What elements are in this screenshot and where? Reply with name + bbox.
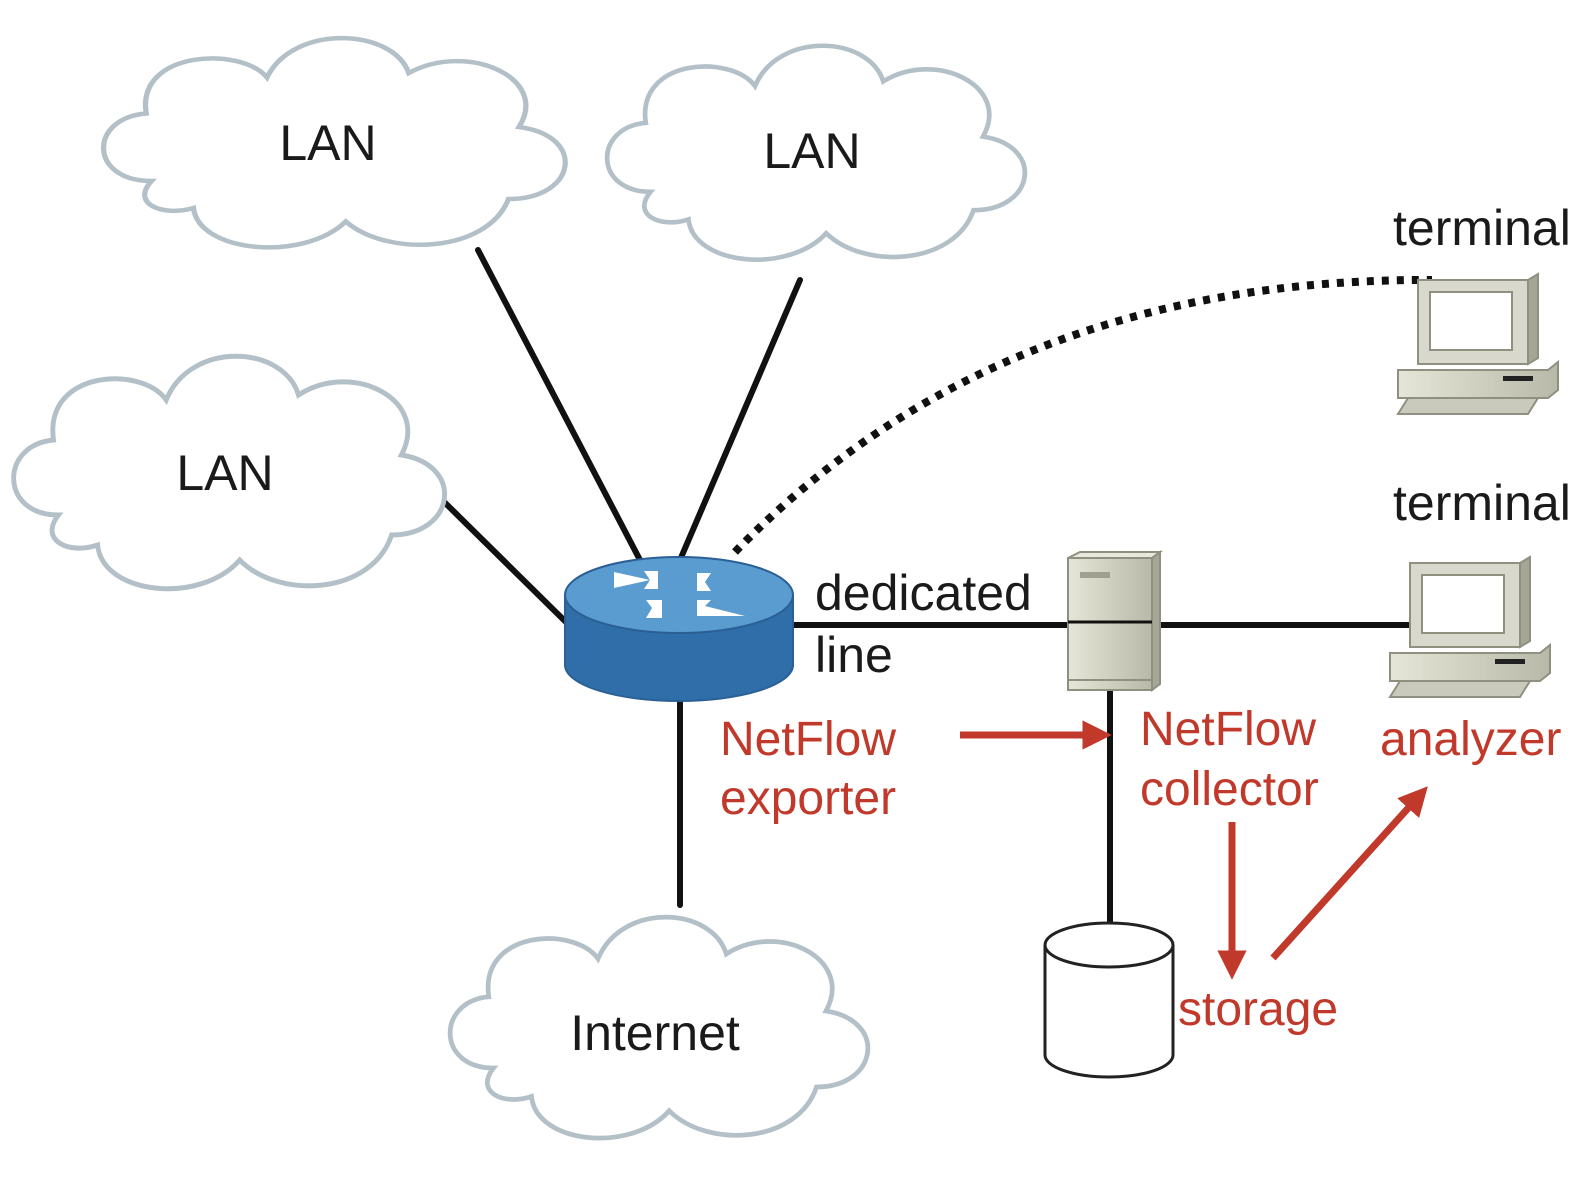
label-netflow-exporter-1: NetFlow bbox=[720, 713, 896, 766]
label-lan-left: LAN bbox=[176, 445, 273, 501]
router-arrows-icon bbox=[612, 571, 745, 618]
label-analyzer: analyzer bbox=[1380, 713, 1561, 766]
label-lan-top-left: LAN bbox=[279, 115, 376, 171]
link-router-lan-top-left bbox=[475, 247, 643, 563]
label-netflow-collector-2: collector bbox=[1140, 763, 1319, 816]
link-router-terminal-dotted bbox=[732, 275, 1433, 555]
netflow-arrows bbox=[960, 720, 1428, 980]
label-netflow-collector-1: NetFlow bbox=[1140, 703, 1316, 756]
label-line: line bbox=[815, 627, 893, 683]
router-icon bbox=[564, 556, 794, 702]
link-router-lan-left bbox=[427, 485, 575, 631]
label-storage: storage bbox=[1178, 983, 1338, 1036]
terminal-top-icon bbox=[1396, 272, 1559, 415]
label-terminal-bottom: terminal bbox=[1393, 475, 1571, 531]
label-dedicated: dedicated bbox=[815, 565, 1032, 621]
cloud-lan-top-left bbox=[100, 36, 568, 250]
link-router-lan-top-center bbox=[677, 277, 803, 563]
terminal-bottom-icon bbox=[1388, 555, 1551, 698]
label-internet: Internet bbox=[570, 1005, 740, 1061]
cloud-internet bbox=[447, 914, 871, 1141]
label-terminal-top: terminal bbox=[1393, 200, 1571, 256]
storage-cylinder-icon bbox=[1043, 921, 1175, 1079]
cloud-lan-top-center bbox=[604, 43, 1028, 262]
label-lan-top-center: LAN bbox=[763, 123, 860, 179]
label-netflow-exporter-2: exporter bbox=[720, 772, 896, 825]
arrow-storage-to-analyzer bbox=[1270, 786, 1428, 961]
server-icon bbox=[1067, 550, 1163, 692]
labels: LAN LAN LAN Internet terminal terminal d… bbox=[176, 115, 1570, 1061]
cloud-lan-left bbox=[11, 353, 447, 592]
